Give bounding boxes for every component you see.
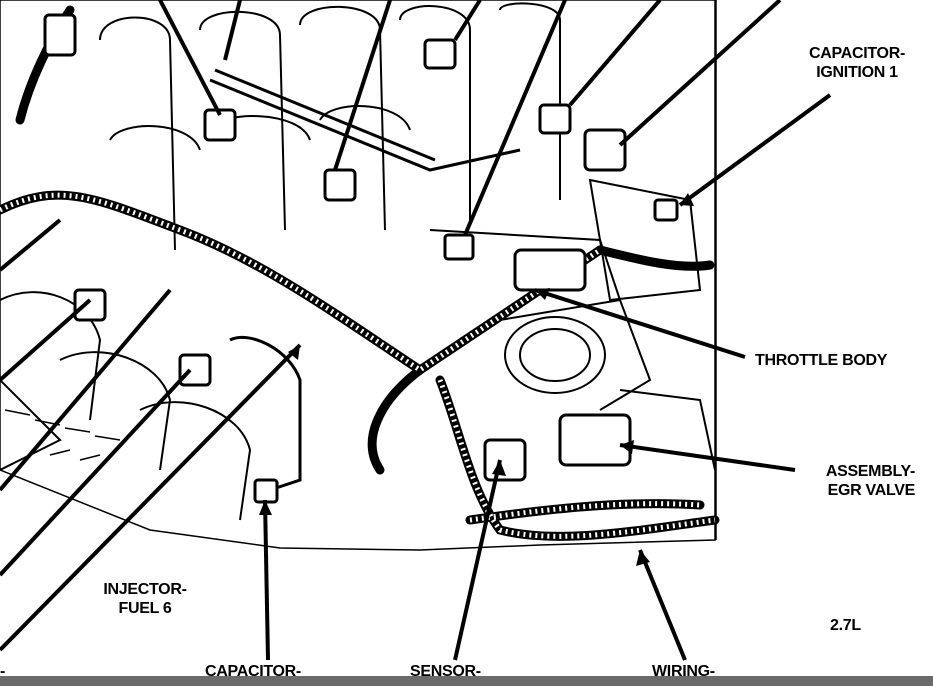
assembly-egr-valve-label: ASSEMBLY- EGR VALVE: [790, 462, 915, 500]
engine-block-outline: [0, 0, 716, 551]
assembly-egr-valve-line1: ASSEMBLY-: [825, 463, 915, 480]
bottom-left-fragment-label: -: [0, 663, 6, 680]
engine-code-label: 2.7L: [830, 617, 861, 634]
leader-lines: [0, 0, 832, 661]
injector-fuel-6-label: INJECTOR- FUEL 6: [85, 580, 205, 618]
bottom-gray-bar: [0, 676, 933, 686]
block-casting-marks: [4, 409, 121, 461]
assembly-egr-valve-line2: EGR VALVE: [827, 482, 916, 499]
injector-fuel-6-line1: INJECTOR-: [103, 581, 187, 598]
fuel-rail: [209, 68, 521, 492]
injector-fuel-6-line2: FUEL 6: [118, 600, 172, 617]
bottom-capacitor-label: CAPACITOR-: [205, 663, 301, 680]
wiring-harness-texture: [0, 192, 716, 539]
bottom-sensor-label: SENSOR-: [410, 663, 481, 680]
bottom-wiring-label: WIRING-: [652, 663, 715, 680]
throttle-body-label: THROTTLE BODY: [755, 352, 888, 369]
capacitor-ignition-1-line1: CAPACITOR-: [809, 45, 905, 62]
capacitor-ignition-1-label: CAPACITOR- IGNITION 1: [792, 44, 922, 82]
capacitor-ignition-1-line2: IGNITION 1: [816, 64, 898, 81]
leader-arrowheads: [259, 193, 694, 566]
